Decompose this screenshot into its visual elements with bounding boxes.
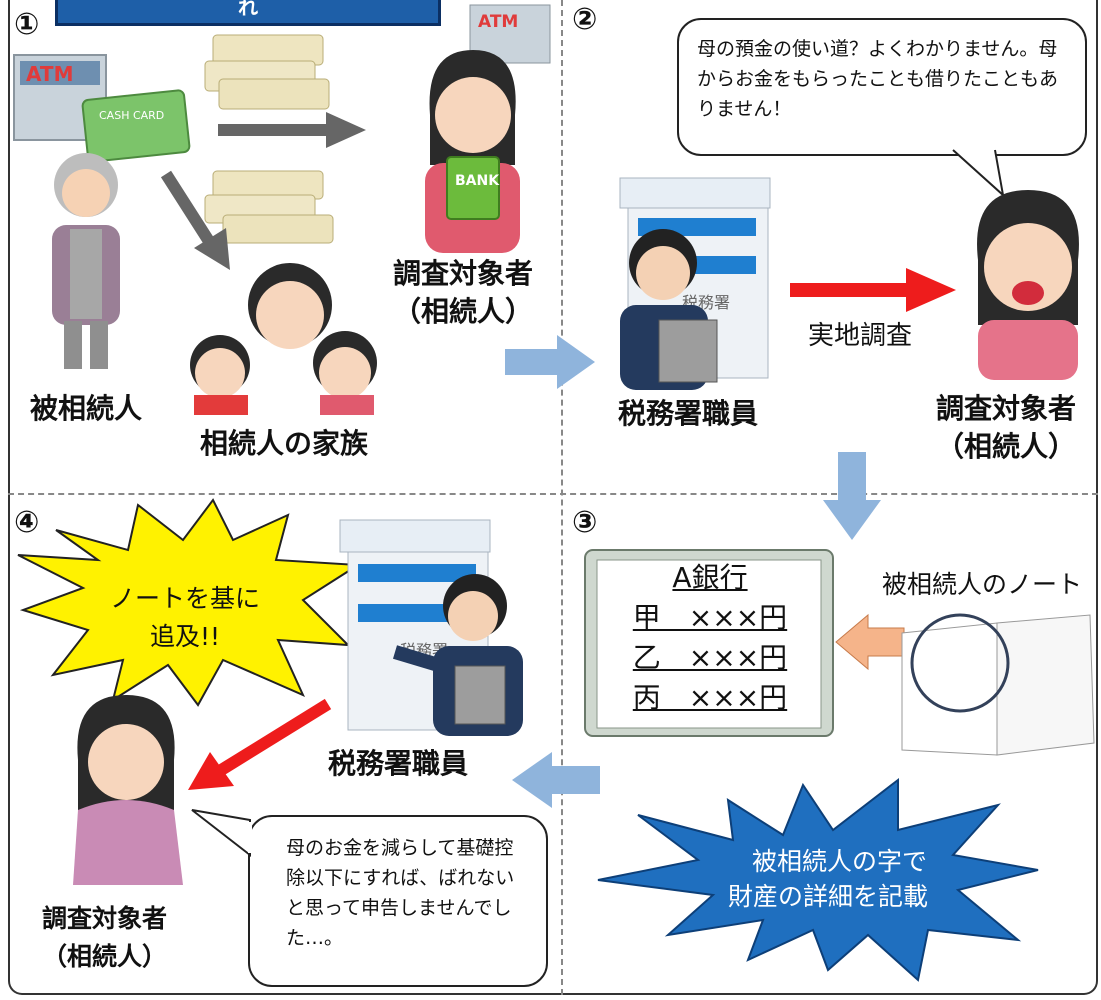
blue-arrow-left-2	[512, 752, 600, 808]
atm-machine-icon: ATM	[13, 54, 107, 141]
open-notebook-icon	[901, 613, 1095, 756]
horizontal-divider	[8, 493, 1098, 495]
heir-label-p4-line1: 調査対象者	[42, 904, 168, 933]
speech-text-p4: 母のお金を減らして基礎控除以下にすれば、ばれないと思って申告しませんでした…。	[286, 837, 515, 949]
svg-text:ATM: ATM	[478, 12, 518, 32]
heir-kneeling-figure	[73, 695, 183, 885]
field-investigation-label: 実地調査	[808, 321, 913, 351]
gray-arrow-down	[160, 170, 230, 270]
vertical-divider	[561, 0, 563, 995]
gray-arrow-right	[218, 112, 366, 148]
burst-text-line1: ノートを基に	[109, 584, 260, 613]
speech-bubble-p2: 母の預金の使い道？よくわかりません。母からお金をもらったことも借りたこともありま…	[677, 18, 1087, 156]
tax-officer-p4-figure	[392, 574, 523, 736]
blue-arrow-down	[823, 452, 881, 540]
title-banner: れ	[53, 0, 443, 28]
star-text-line2: 財産の詳細を記載	[727, 882, 928, 911]
red-arrow-right	[790, 268, 956, 312]
cash-card-icon: CASH CARD	[81, 89, 191, 163]
family-group-figure	[190, 263, 377, 415]
heir-label-p2-line1: 調査対象者	[936, 392, 1077, 425]
speech-bubble-p4: 母のお金を減らして基礎控除以下にすれば、ばれないと思って申告しませんでした…。	[248, 815, 548, 987]
notebook-title: A銀行	[672, 561, 748, 594]
yellow-burst	[17, 498, 362, 707]
heir-label-p2-line2: （相続人）	[936, 430, 1077, 463]
cash-stack-1-icon	[204, 34, 330, 110]
heir-label-p1-line2: （相続人）	[393, 295, 534, 328]
burst-text-line2: 追及!!	[149, 622, 221, 651]
panel-number-2: ②	[572, 2, 598, 37]
card-text: CASH CARD	[99, 109, 164, 122]
star-text-line1: 被相続人の字で	[752, 847, 928, 876]
heir-label-p1-line1: 調査対象者	[393, 257, 534, 290]
elderly-woman-figure	[52, 153, 120, 369]
notebook-row-3: 丙 ×××円	[632, 681, 788, 714]
bank-text: BANK	[455, 173, 500, 189]
speech-tail-p4	[191, 809, 252, 858]
tax-officer-p2-figure	[620, 229, 718, 390]
note-label: 被相続人のノート	[882, 570, 1083, 599]
family-label: 相続人の家族	[200, 427, 369, 460]
heir-label-p4-line2: （相続人）	[42, 942, 168, 971]
heir-girl-figure: BANK	[425, 50, 520, 253]
notebook-row-2: 乙 ×××円	[632, 641, 788, 674]
panel-frame	[8, 0, 1098, 995]
orange-arrow-left	[835, 613, 905, 671]
panel-number-3: ③	[572, 505, 598, 540]
officer-label-p2: 税務署職員	[618, 397, 759, 430]
heir-worried-figure	[977, 190, 1079, 380]
cash-stack-2-icon	[204, 170, 334, 244]
banner-text: れ	[238, 0, 258, 19]
deceased-label: 被相続人	[30, 392, 143, 425]
speech-text-p2: 母の預金の使い道？よくわかりません。母からお金をもらったことも借りたこともありま…	[697, 38, 1059, 120]
blue-star-burst	[597, 777, 1039, 982]
panel-number-1: ①	[14, 7, 40, 42]
notebook-page-frame	[584, 549, 834, 737]
notebook-row-1: 甲 ×××円	[632, 601, 788, 634]
atm-text: ATM	[26, 62, 73, 86]
red-arrow-down-left	[188, 698, 332, 790]
officer-label-p4: 税務署職員	[328, 747, 469, 780]
blue-arrow-right-1	[505, 335, 595, 389]
panel-number-4: ④	[14, 505, 40, 540]
